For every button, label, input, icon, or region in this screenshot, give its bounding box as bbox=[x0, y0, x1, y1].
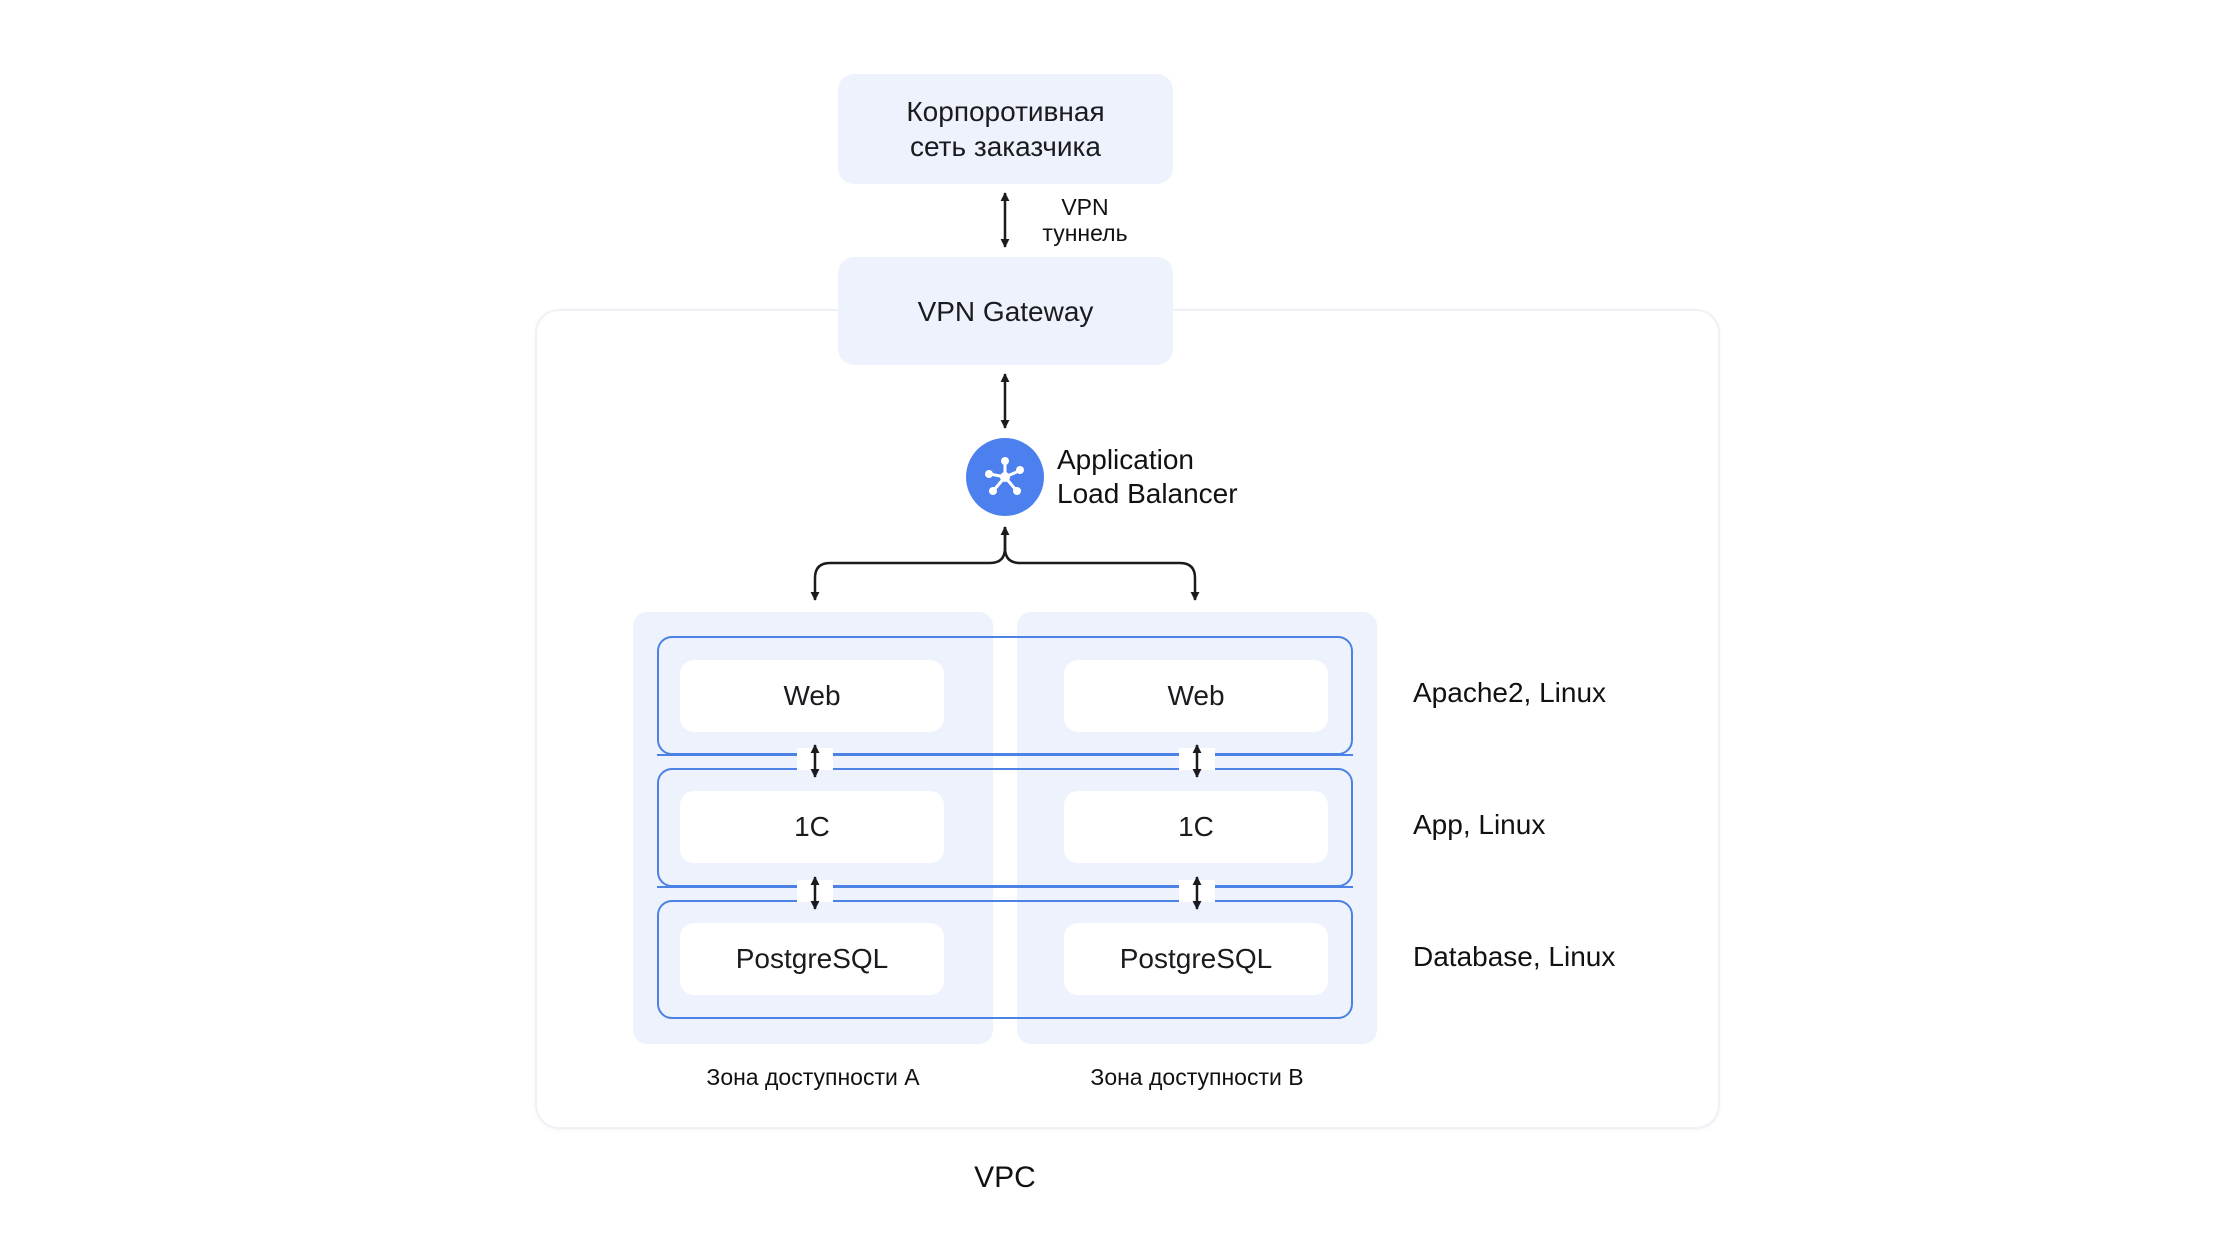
postgresql-node-zone-b: PostgreSQL bbox=[1064, 923, 1328, 995]
corporate-network-box: Корпоротивная сеть заказчика bbox=[838, 74, 1173, 184]
vpc-label: VPC bbox=[974, 1161, 1036, 1194]
vpn-gateway-label: VPN Gateway bbox=[917, 295, 1094, 327]
zone-b-caption: Зона доступности B bbox=[1090, 1064, 1304, 1090]
web-tier-label: Apache2, Linux bbox=[1413, 677, 1607, 708]
vpn-gateway-box: VPN Gateway bbox=[838, 257, 1173, 365]
web-node-zone-a: Web bbox=[680, 660, 944, 732]
1c-node-zone-b: 1C bbox=[1064, 791, 1328, 863]
zone-a-caption: Зона доступности A bbox=[706, 1064, 920, 1090]
web-node-zone-b: Web bbox=[1064, 660, 1328, 732]
load-balancer-label: Application Load Balancer bbox=[1057, 444, 1238, 509]
app-tier-label: App, Linux bbox=[1413, 809, 1546, 840]
load-balancer-icon bbox=[966, 438, 1044, 516]
corporate-network-label: Корпоротивная сеть заказчика bbox=[906, 96, 1105, 162]
database-tier-label: Database, Linux bbox=[1413, 941, 1616, 972]
postgresql-node-zone-a: PostgreSQL bbox=[680, 923, 944, 995]
vpn-tunnel-label: VPN туннель bbox=[1042, 194, 1128, 246]
database-tier-frame bbox=[657, 900, 1353, 1019]
1c-node-zone-a: 1C bbox=[680, 791, 944, 863]
